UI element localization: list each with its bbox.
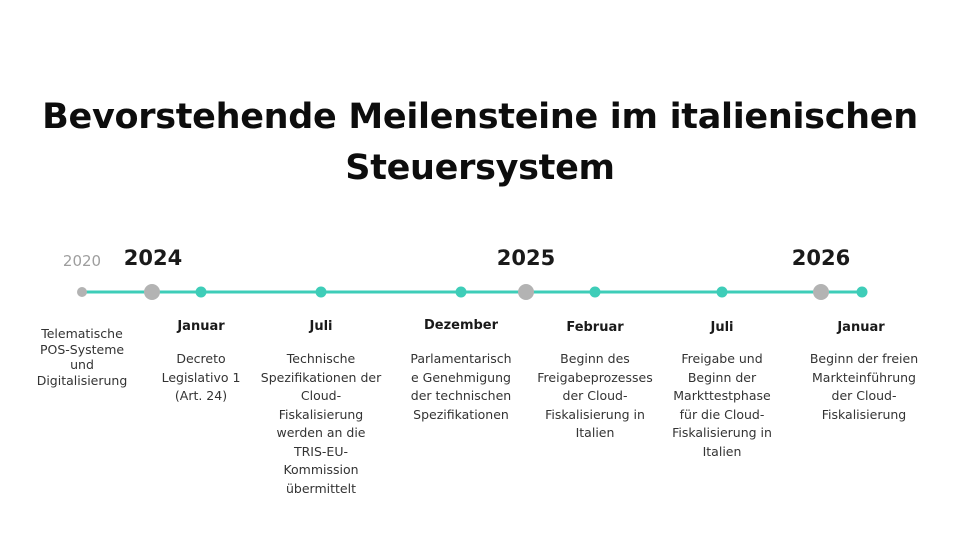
- page-title: Bevorstehende Meilensteine im italienisc…: [0, 92, 960, 194]
- milestone-month-dezember-2024: Dezember: [423, 318, 499, 333]
- title-line-2: Steuersystem: [345, 148, 615, 188]
- milestone-description-juli-2024: Technische Spezifikationen der Cloud-Fis…: [260, 351, 382, 496]
- timeline-dot-2025: [518, 284, 534, 300]
- milestone-month-juli-2024: Juli: [309, 319, 333, 334]
- timeline-dot-februar-2025: [589, 286, 601, 298]
- milestone-month-februar-2025: Februar: [566, 320, 624, 335]
- milestone-description-februar-2025: Beginn des Freigabeprozesses der Cloud-F…: [537, 351, 653, 440]
- timeline-dot-2026: [813, 284, 829, 300]
- milestone-month-januar-2024: Januar: [177, 319, 225, 334]
- milestone-month-januar-2026: Januar: [837, 320, 885, 335]
- milestone-description-januar-2024: Decreto Legislativo 1 (Art. 24): [161, 351, 241, 403]
- year-label-2025: 2025: [496, 246, 556, 270]
- timeline-dot-2024: [144, 284, 160, 300]
- milestone-description-dezember-2024: Parlamentarische Genehmigung der technis…: [410, 351, 512, 422]
- year-label-2026: 2026: [791, 246, 851, 270]
- timeline-dot-2020: [77, 287, 87, 297]
- milestone-month-juli-2025: Juli: [710, 320, 734, 335]
- milestone-description-juli-2025: Freigabe und Beginn der Markttestphase f…: [672, 351, 772, 459]
- year-label-2024: 2024: [123, 246, 183, 270]
- year-label-2020: 2020: [62, 252, 102, 270]
- timeline-dot-juli-2025: [716, 286, 728, 298]
- timeline-dot-dezember-2024: [455, 286, 467, 298]
- milestone-description-januar-2026: Beginn der freien Markteinführung der Cl…: [809, 351, 919, 422]
- timeline-dot-januar-2024: [195, 286, 207, 298]
- title-line-1: Bevorstehende Meilensteine im italienisc…: [42, 97, 918, 137]
- timeline-dot-januar-2026: [856, 286, 868, 298]
- timeline-dot-juli-2024: [315, 286, 327, 298]
- milestone-description-2020: Telematische POS-Systeme und Digitalisie…: [36, 326, 128, 388]
